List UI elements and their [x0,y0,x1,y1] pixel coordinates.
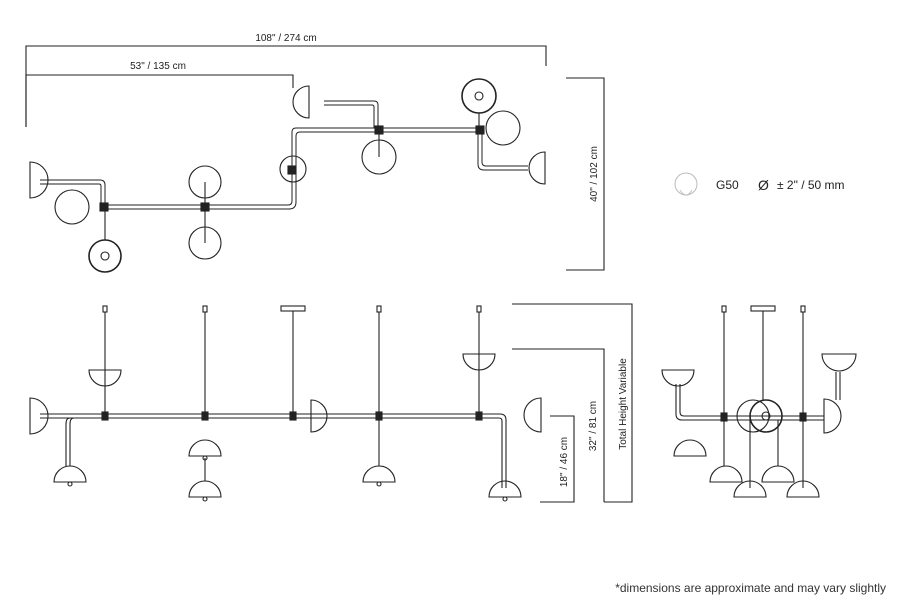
front-joints [101,411,483,421]
depth-dimension-line [566,77,605,271]
front-stems [102,305,482,416]
top-view-joints [99,125,485,212]
front-shades [29,353,542,502]
overall-width-dimension-line [25,45,547,127]
side-stems [721,305,806,416]
side-joints [720,412,807,422]
bulb-diameter-label: ± 2" / 50 mm [777,178,845,192]
footnote: *dimensions are approximate and may vary… [615,581,886,595]
side-shades [661,353,857,498]
front-elevation [29,303,633,503]
drop-short-label: 18" / 46 cm [559,437,570,487]
front-main-tube [40,413,507,488]
total-height-label: Total Height Variable [618,358,629,450]
top-view [25,45,605,273]
half-width-label: 53" / 135 cm [130,61,186,72]
diameter-symbol: Ø [758,177,769,193]
bulb-model-label: G50 [716,178,739,192]
depth-label: 40" / 102 cm [589,146,600,202]
overall-width-label: 108" / 274 cm [255,33,316,44]
side-elevation [661,305,857,498]
bulb-icon [674,172,698,196]
half-width-dimension-line [25,74,294,127]
height-dimension-lines [512,303,633,503]
drop-long-label: 32" / 81 cm [588,401,599,451]
top-view-shades [29,78,546,273]
top-view-tubing [40,100,528,210]
